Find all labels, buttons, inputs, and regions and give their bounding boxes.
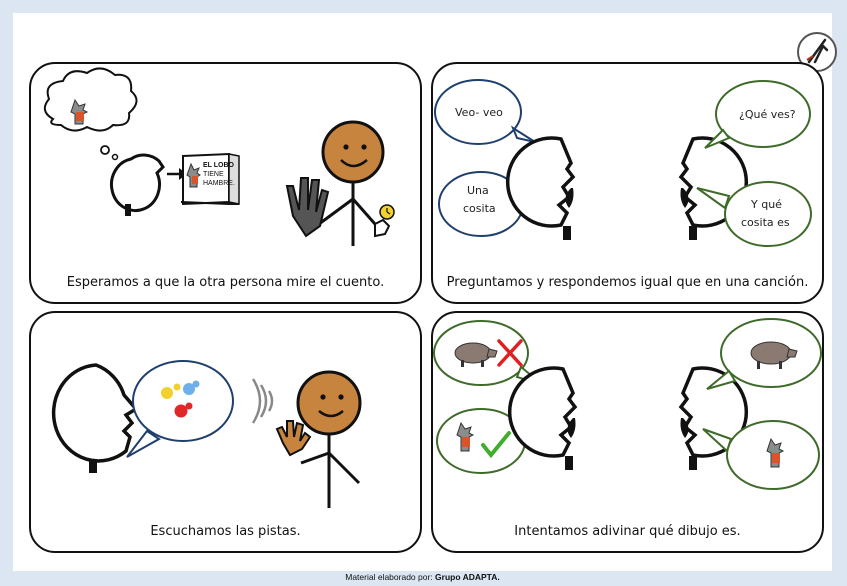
svg-text:cosita: cosita <box>463 202 496 215</box>
thinking-head-icon <box>110 153 165 216</box>
panel-4-caption: Intentamos adivinar qué dibujo es. <box>514 524 741 539</box>
panel-1-caption: Esperamos a que la otra persona mire el … <box>66 275 385 290</box>
sound-waves-icon <box>251 378 274 424</box>
panel-4-illustration <box>433 318 822 490</box>
svg-text:¿Qué ves?: ¿Qué ves? <box>739 108 796 121</box>
yellow-dot-icon <box>161 387 173 399</box>
svg-text:Y qué: Y qué <box>750 198 782 211</box>
svg-text:Veo- veo: Veo- veo <box>455 106 503 119</box>
panel-listen-clues: Escuchamos las pistas. <box>29 311 422 553</box>
worksheet: EL LOBO TIENE HAMBRE. Esperamos a que l <box>13 13 837 582</box>
head-speaking-right-icon <box>506 136 576 240</box>
speech-bubble-colors <box>126 360 234 458</box>
thought-cloud-icon <box>43 67 138 161</box>
speech-bubble-wolf <box>702 420 820 490</box>
speech-bubble-veo-veo: Veo- veo <box>434 79 536 145</box>
storybook-icon: EL LOBO TIENE HAMBRE. <box>180 152 240 206</box>
panel-guess-drawing: Intentamos adivinar qué dibujo es. <box>431 311 824 553</box>
panel-3-illustration <box>51 360 362 508</box>
panel-wait-look: EL LOBO TIENE HAMBRE. Esperamos a que l <box>29 62 422 304</box>
pig-icon <box>750 341 798 369</box>
book-title-line-3: HAMBRE. <box>203 180 235 187</box>
wolf-icon <box>70 98 89 125</box>
footer-author: Grupo ADAPTA. <box>435 572 500 582</box>
book-title-line-2: TIENE <box>203 171 224 178</box>
book-title-line-1: EL LOBO <box>203 162 235 169</box>
svg-text:Una: Una <box>467 184 489 197</box>
head-speaking-right-icon <box>508 366 578 470</box>
pig-icon <box>454 342 498 367</box>
panel-2-caption: Preguntamos y respondemos igual que en u… <box>446 275 809 290</box>
speech-bubble-pig <box>706 318 822 390</box>
blue-dot-icon <box>183 383 195 395</box>
speech-bubble-que-ves: ¿Qué ves? <box>704 80 811 149</box>
svg-text:cosita es: cosita es <box>741 216 790 229</box>
footer-credit: Material elaborado por: Grupo ADAPTA. <box>13 572 832 582</box>
speech-bubble-y-que-cosita: Y qué cosita es <box>696 181 812 247</box>
footer-prefix: Material elaborado por: <box>345 572 436 582</box>
panel-3-caption: Escuchamos las pistas. <box>150 524 301 539</box>
red-dot-icon <box>174 404 188 418</box>
adapta-logo <box>795 30 839 78</box>
wrong-cross-icon <box>497 339 523 367</box>
panel-2-illustration: Veo- veo Una cosita <box>434 79 812 247</box>
wolf-icon <box>456 421 475 452</box>
person-stop-icon <box>285 120 395 246</box>
panel-ask-answer: Veo- veo Una cosita <box>431 62 824 304</box>
panel-1-illustration: EL LOBO TIENE HAMBRE. <box>43 67 395 246</box>
person-listening-icon <box>275 370 362 508</box>
head-speaking-right-icon <box>51 363 139 473</box>
right-check-icon <box>481 431 511 459</box>
speech-bubble-pig-wrong <box>433 320 544 386</box>
wolf-icon <box>766 437 785 468</box>
